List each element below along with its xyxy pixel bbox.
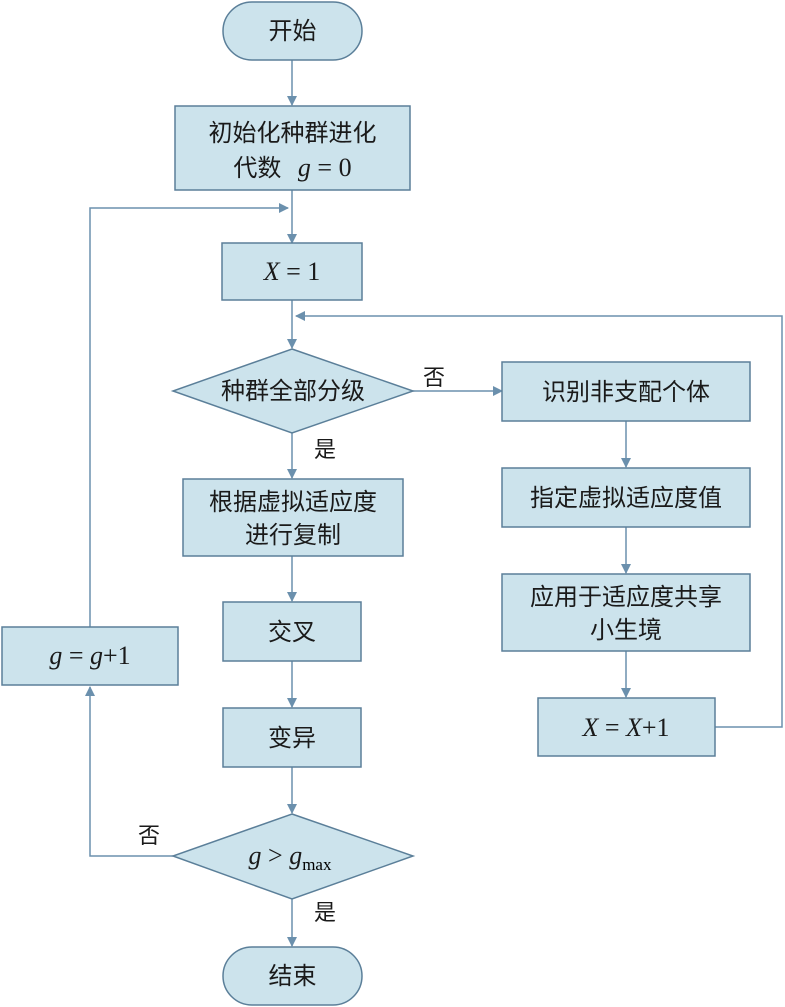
end-node: 结束 — [222, 946, 363, 1006]
inc-x-label: X = X+1 — [581, 713, 669, 742]
gen-no-label: 否 — [138, 824, 160, 849]
copy-label-line1: 根据虚拟适应度 — [209, 488, 377, 516]
check-gen-label: g > gmax — [249, 841, 332, 874]
arrow-checkgen-to-incg — [85, 686, 173, 857]
inc-g-label: g = g+1 — [49, 641, 130, 670]
init-label-line1: 初始化种群进化 — [209, 119, 377, 147]
copy-node: 根据虚拟适应度 进行复制 — [182, 478, 404, 557]
copy-label-line2: 进行复制 — [245, 521, 341, 549]
share-node: 应用于适应度共享 小生境 — [501, 573, 751, 652]
identify-node: 识别非支配个体 — [501, 361, 751, 422]
ranked-no-label: 否 — [423, 366, 445, 391]
check-ranked-node: 种群全部分级 — [170, 348, 416, 434]
set-x-node: X = 1 — [221, 242, 363, 301]
check-gen-node: g > gmax — [170, 813, 416, 900]
ranked-yes-label: 是 — [314, 438, 336, 463]
share-label-line1: 应用于适应度共享 — [530, 583, 722, 611]
init-label-line2: 代数 g = 0 — [233, 153, 351, 182]
gen-yes-label: 是 — [314, 901, 336, 926]
check-ranked-label: 种群全部分级 — [221, 377, 365, 405]
crossover-node: 交叉 — [222, 601, 362, 662]
assign-label: 指定虚拟适应度值 — [530, 484, 722, 512]
mutation-label: 变异 — [268, 724, 316, 752]
crossover-label: 交叉 — [268, 618, 316, 646]
init-node: 初始化种群进化 代数 g = 0 — [174, 105, 411, 191]
arrow-incg-loop-back — [89, 203, 289, 627]
inc-x-node: X = X+1 — [537, 697, 716, 757]
inc-g-node: g = g+1 — [1, 626, 179, 686]
set-x-label: X = 1 — [263, 257, 321, 286]
start-label: 开始 — [269, 17, 317, 45]
identify-label: 识别非支配个体 — [542, 378, 710, 406]
mutation-node: 变异 — [222, 707, 362, 768]
start-node: 开始 — [222, 1, 363, 61]
assign-node: 指定虚拟适应度值 — [501, 467, 751, 528]
share-label-line2: 小生境 — [590, 616, 662, 644]
connectors — [85, 60, 783, 947]
end-label: 结束 — [269, 962, 317, 990]
arrow-incx-loop-back — [295, 311, 783, 728]
